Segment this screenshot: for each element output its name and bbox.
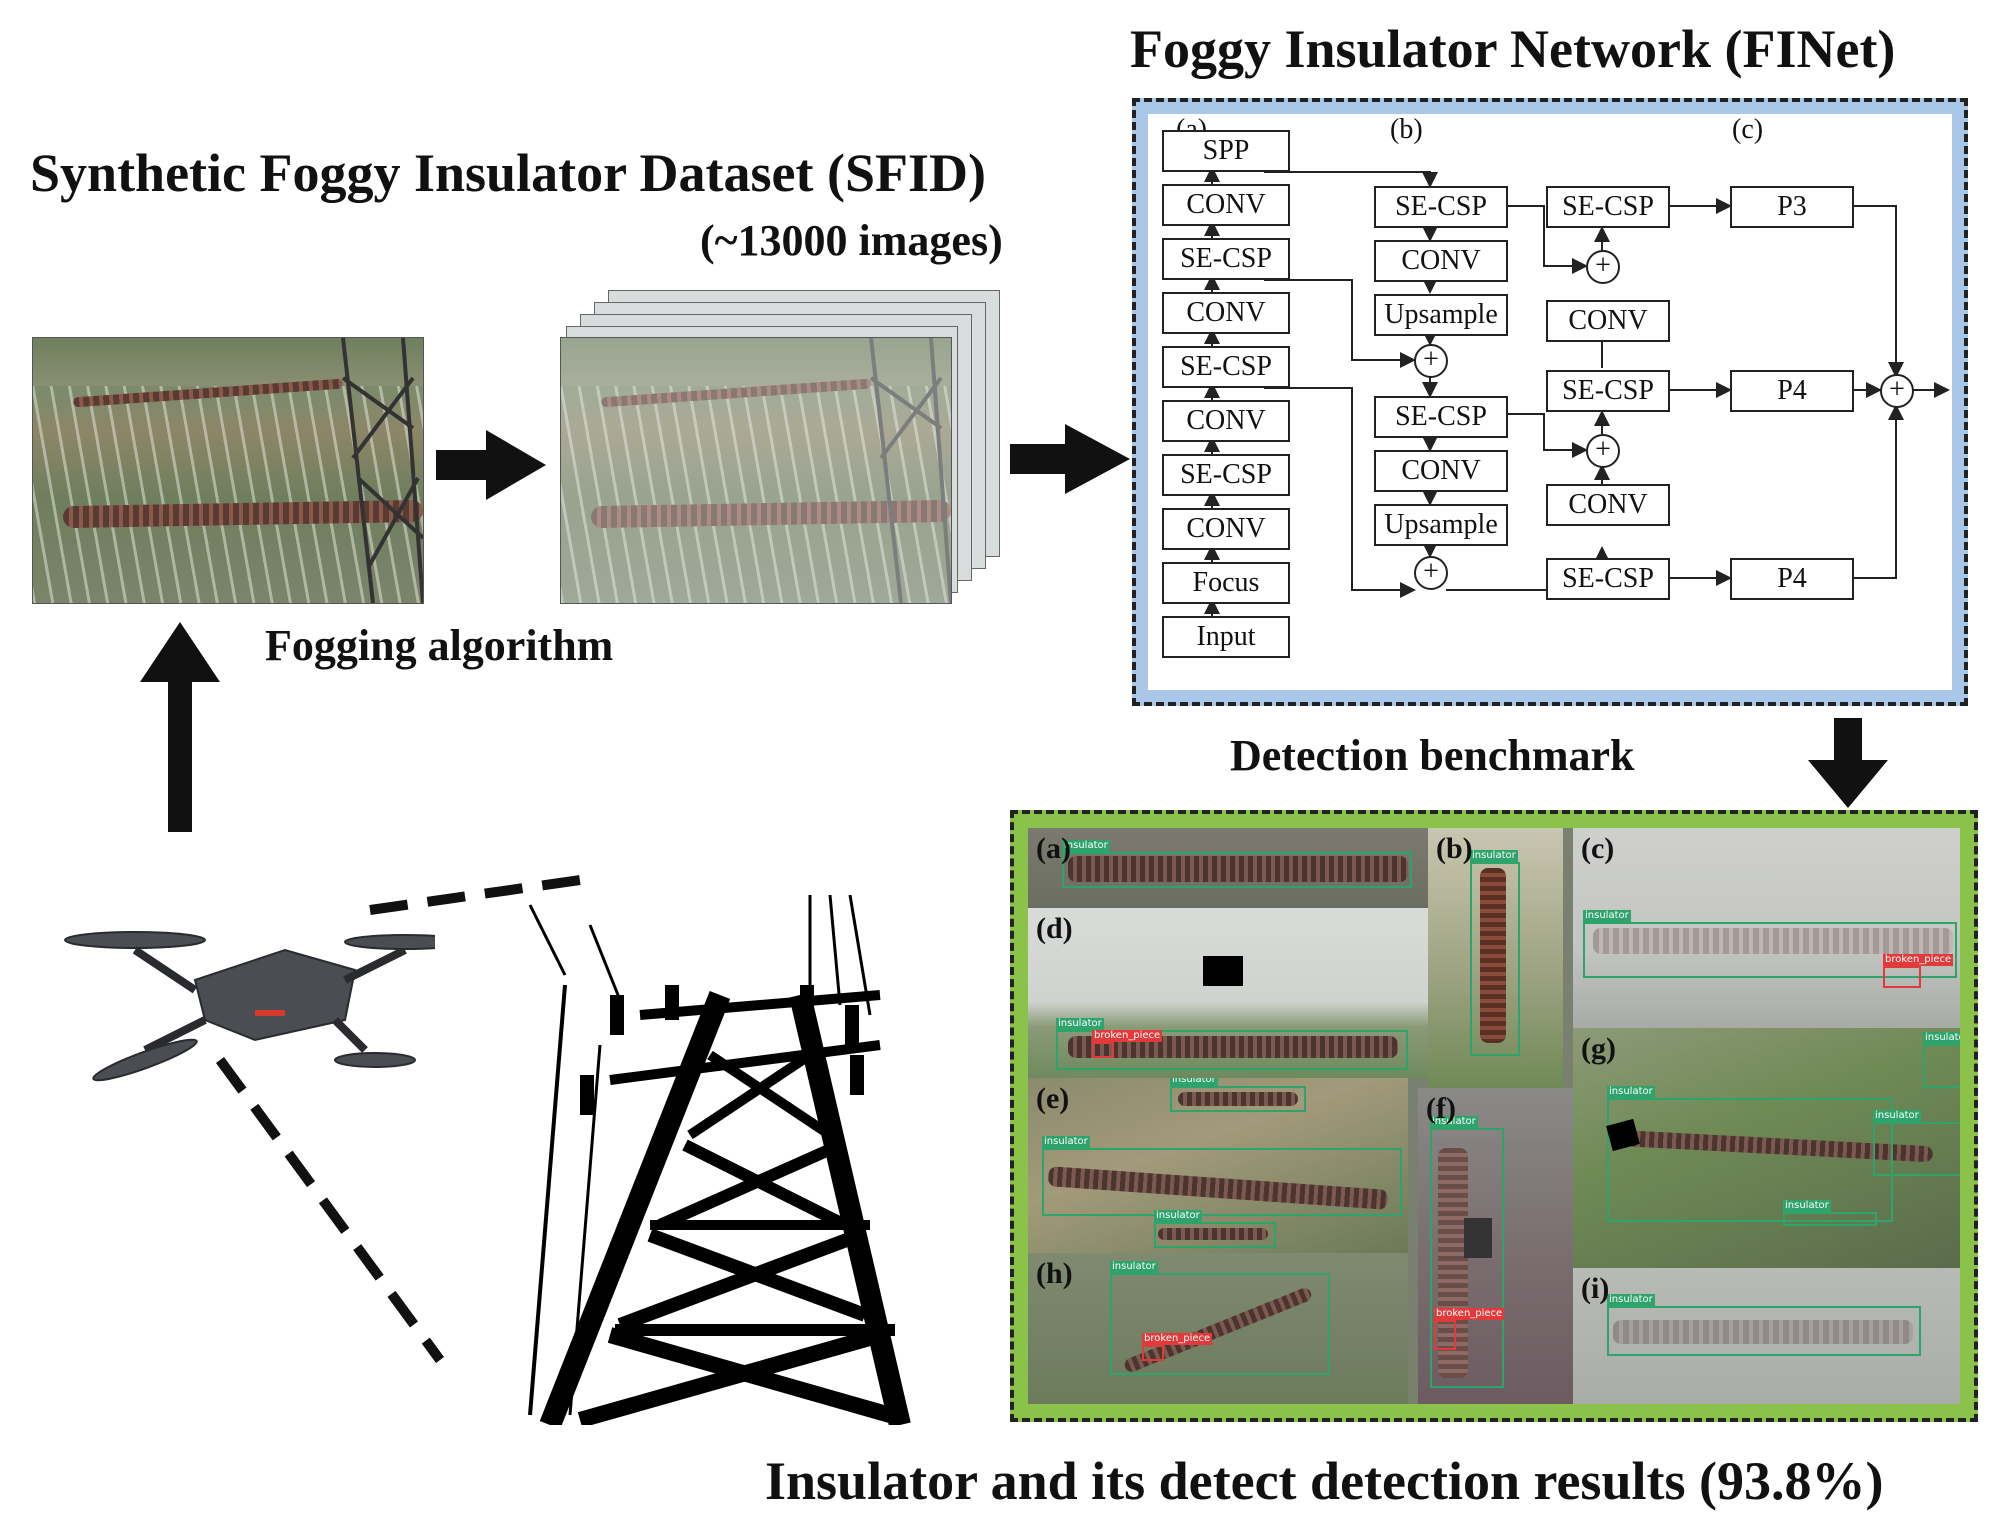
detection-results-frame: insulator (a) insulator broken_piece (d)… xyxy=(1010,810,1978,1422)
insulator-bbox: insulator xyxy=(1430,1116,1504,1388)
original-insulator-photo xyxy=(32,337,424,604)
backbone-conv: CONV xyxy=(1162,292,1290,334)
insulator-bbox: insulator xyxy=(1923,1032,1960,1088)
insulator-bbox: insulator xyxy=(1154,1210,1276,1248)
finet-diagram: (a) (b) (c) SPP CONV SE-CSP CONV SE-CSP … xyxy=(1148,114,1952,690)
concat-plus-icon: + xyxy=(1414,344,1448,378)
result-panel-c: insulator broken_piece (c) xyxy=(1573,828,1960,1028)
section-label-c: (c) xyxy=(1732,114,1764,145)
panel-label: (i) xyxy=(1581,1272,1610,1305)
insulator-bbox: insulator xyxy=(1607,1086,1893,1222)
head-p4-lower: P4 xyxy=(1730,558,1854,600)
result-panel-i: insulator (i) xyxy=(1573,1268,1960,1404)
image-count: (~13000 images) xyxy=(700,216,1003,265)
panel-label: (a) xyxy=(1036,832,1071,865)
broken-piece-bbox: broken_piece xyxy=(1883,954,1954,988)
result-panel-g: insulator insulator insulator insulator … xyxy=(1573,1028,1960,1268)
benchmark-label: Detection benchmark xyxy=(1230,731,1635,780)
result-panel-h: insulator broken_piece (h) xyxy=(1028,1253,1408,1404)
panel-label: (h) xyxy=(1036,1257,1073,1290)
finet-diagram-frame: (a) (b) (c) SPP CONV SE-CSP CONV SE-CSP … xyxy=(1132,98,1968,706)
output-plus-icon: + xyxy=(1880,374,1914,408)
finet-title: Foggy Insulator Network (FINet) xyxy=(1130,19,1896,79)
backbone-focus: Focus xyxy=(1162,562,1290,604)
broken-piece-bbox: broken_piece xyxy=(1434,1308,1505,1350)
panel-label: (b) xyxy=(1436,832,1473,865)
backbone-se-csp: SE-CSP xyxy=(1162,346,1290,388)
neck-se-csp: SE-CSP xyxy=(1374,396,1508,438)
backbone-conv: CONV xyxy=(1162,508,1290,550)
insulator-bbox: insulator xyxy=(1470,850,1520,1056)
concat-plus-icon: + xyxy=(1586,434,1620,468)
insulator-bbox: insulator xyxy=(1873,1110,1960,1176)
backbone-se-csp: SE-CSP xyxy=(1162,238,1290,280)
panel-label: (e) xyxy=(1036,1082,1070,1115)
network-connectors xyxy=(1204,166,1950,618)
broken-piece-bbox: broken_piece xyxy=(1092,1030,1163,1058)
pan-se-csp: SE-CSP xyxy=(1546,370,1670,412)
insulator-bbox: insulator xyxy=(1110,1261,1330,1375)
insulator-bbox: insulator xyxy=(1170,1078,1306,1112)
section-label-b: (b) xyxy=(1390,114,1423,145)
panel-label: (g) xyxy=(1581,1032,1616,1065)
head-p3: P3 xyxy=(1730,186,1854,228)
pan-se-csp: SE-CSP xyxy=(1546,186,1670,228)
result-panel-e: insulator insulator insulator (e) xyxy=(1028,1078,1408,1253)
results-caption: Insulator and its detect detection resul… xyxy=(765,1451,1884,1511)
pan-conv: CONV xyxy=(1546,300,1670,342)
result-panel-b: insulator (b) xyxy=(1428,828,1563,1088)
result-panel-a: insulator (a) xyxy=(1028,828,1428,908)
panel-label: (f) xyxy=(1426,1092,1456,1125)
panel-label: (d) xyxy=(1036,912,1073,945)
insulator-bbox: insulator xyxy=(1042,1136,1402,1216)
tower-graphic xyxy=(341,338,423,603)
neck-upsample: Upsample xyxy=(1374,504,1508,546)
insulator-bbox: insulator xyxy=(1783,1200,1877,1226)
neck-se-csp: SE-CSP xyxy=(1374,186,1508,228)
sfid-title: Synthetic Foggy Insulator Dataset (SFID) xyxy=(30,143,986,203)
neck-conv: CONV xyxy=(1374,240,1508,282)
pan-conv: CONV xyxy=(1546,484,1670,526)
concat-plus-icon: + xyxy=(1586,250,1620,284)
backbone-spp: SPP xyxy=(1162,130,1290,172)
camera-view-lines xyxy=(215,875,581,1363)
head-p4: P4 xyxy=(1730,370,1854,412)
neck-conv: CONV xyxy=(1374,450,1508,492)
backbone-conv: CONV xyxy=(1162,184,1290,226)
result-panel-d: insulator broken_piece (d) xyxy=(1028,908,1428,1078)
fogging-label: Fogging algorithm xyxy=(265,621,614,670)
detection-results-grid: insulator (a) insulator broken_piece (d)… xyxy=(1028,828,1960,1404)
foggy-insulator-photo xyxy=(560,337,952,604)
insulator-bbox: insulator xyxy=(1056,1018,1408,1070)
result-panel-f: insulator broken_piece (f) xyxy=(1418,1088,1573,1404)
right-arrow-icon xyxy=(436,430,546,500)
backbone-se-csp: SE-CSP xyxy=(1162,454,1290,496)
right-arrow-icon xyxy=(1010,424,1130,494)
neck-upsample: Upsample xyxy=(1374,294,1508,336)
insulator-bbox: insulator xyxy=(1583,910,1957,978)
pan-se-csp: SE-CSP xyxy=(1546,558,1670,600)
transmission-tower-icon xyxy=(528,895,911,1425)
broken-piece-bbox: broken_piece xyxy=(1142,1333,1213,1361)
down-arrow-icon xyxy=(1808,718,1888,808)
backbone-input: Input xyxy=(1162,616,1290,658)
insulator-bbox: insulator xyxy=(1062,840,1412,888)
up-arrow-icon xyxy=(140,622,220,832)
backbone-conv: CONV xyxy=(1162,400,1290,442)
panel-label: (c) xyxy=(1581,832,1615,865)
concat-plus-icon: + xyxy=(1414,556,1448,590)
drone-icon xyxy=(64,931,435,1082)
insulator-bbox: insulator xyxy=(1607,1294,1921,1356)
